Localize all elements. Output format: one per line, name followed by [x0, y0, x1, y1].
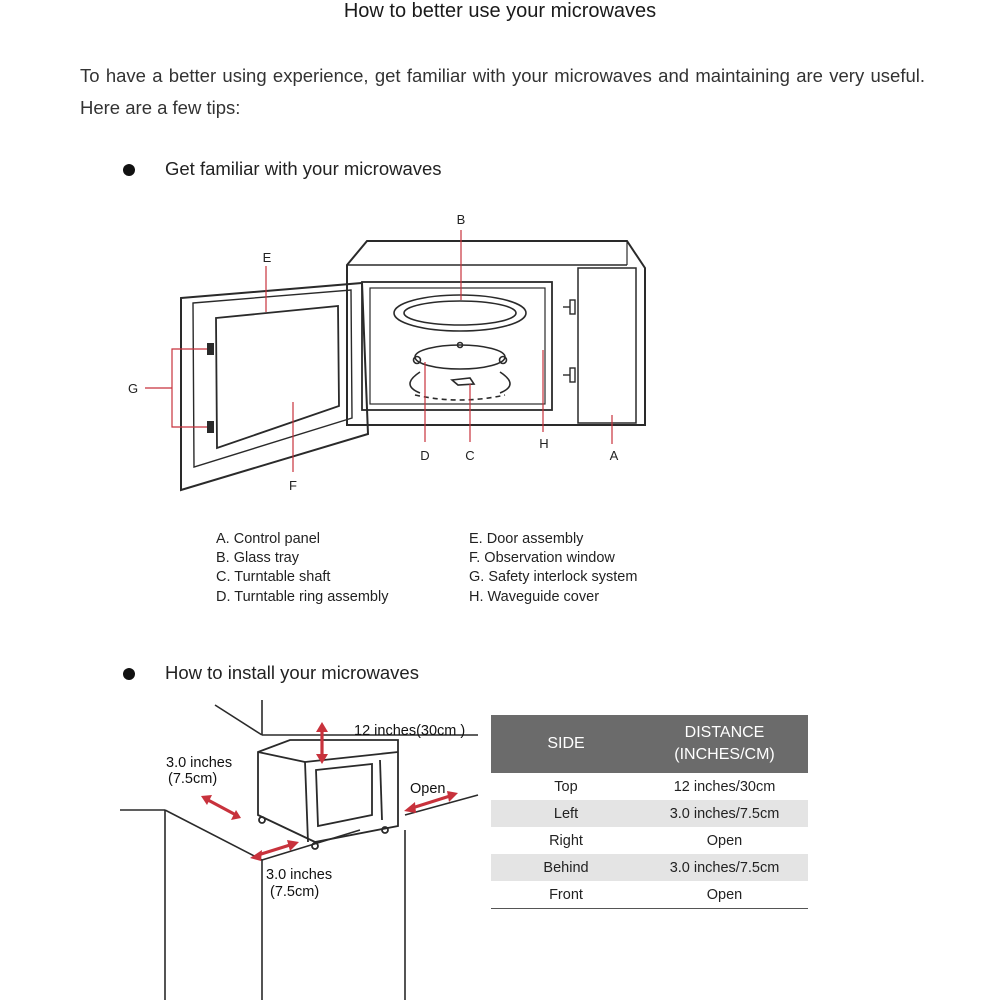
door-latches: [207, 343, 214, 433]
label-d: D: [420, 448, 429, 463]
header-distance-line2: (INCHES/CM): [674, 746, 775, 763]
cell-distance: 3.0 inches/7.5cm: [641, 800, 808, 827]
table-row: Left 3.0 inches/7.5cm: [491, 800, 808, 827]
top-clearance-label: 12 inches(30cm ): [354, 723, 465, 739]
front-clearance-label: 3.0 inches: [266, 867, 332, 883]
table-row: Front Open: [491, 881, 808, 909]
label-f: F: [289, 478, 297, 493]
left-clearance-label: 3.0 inches: [166, 755, 232, 771]
cell-side: Front: [491, 881, 641, 909]
page-title: How to better use your microwaves: [343, 0, 657, 22]
header-side: SIDE: [491, 715, 641, 773]
label-a: A: [610, 448, 619, 463]
intro-paragraph: To have a better using experience, get f…: [80, 65, 925, 118]
label-g: G: [128, 381, 138, 396]
section-heading-install: How to install your microwaves: [123, 662, 419, 684]
installation-clearance-diagram: 12 inches(30cm ) 3.0 inches (7.5cm) Open…: [120, 700, 479, 1000]
cell-distance: Open: [641, 881, 808, 909]
label-e: E: [263, 250, 272, 265]
table-row: Behind 3.0 inches/7.5cm: [491, 854, 808, 881]
cell-side: Top: [554, 778, 578, 795]
header-distance-line1: DISTANCE: [684, 724, 765, 741]
microwave-body: [346, 240, 646, 426]
legend-item: G. Safety interlock system: [469, 569, 638, 586]
label-c: C: [465, 448, 474, 463]
legend-item: F. Observation window: [469, 550, 615, 567]
legend-item: C. Turntable shaft: [216, 569, 331, 586]
legend-item: B. Glass tray: [216, 550, 299, 567]
legend-item: D. Turntable ring assembly: [216, 588, 389, 605]
right-clearance-label: Open: [410, 781, 445, 797]
bullet-dot: [123, 164, 135, 176]
bullet-dot: [123, 668, 135, 680]
label-b: B: [457, 212, 466, 227]
section-heading-text: How to install your microwaves: [165, 662, 419, 683]
section-heading-familiar: Get familiar with your microwaves: [123, 158, 442, 180]
microwave-install: [257, 739, 399, 850]
left-clearance-label-cm: (7.5cm): [168, 771, 217, 787]
section-heading-text: Get familiar with your microwaves: [165, 158, 442, 179]
microwave-parts-diagram: B E G F D C H A: [128, 212, 646, 493]
clearance-arrows: [201, 722, 458, 861]
glass-tray: [393, 294, 527, 332]
leader-lines: [145, 230, 613, 472]
legend-item: A. Control panel: [216, 531, 320, 547]
cell-distance: 3.0 inches/7.5cm: [641, 854, 808, 881]
cell-distance: Open: [706, 832, 743, 849]
cell-distance: 12 inches/30cm: [673, 778, 776, 795]
legend-item: E. Door assembly: [469, 531, 584, 547]
clearance-table: SIDE DISTANCE (INCHES/CM) Top 12 inches/…: [491, 715, 808, 909]
parts-legend-right: E. Door assembly F. Observation window G…: [469, 530, 637, 607]
front-clearance-label-cm: (7.5cm): [270, 884, 319, 900]
turntable-ring: [412, 341, 508, 370]
header-distance: DISTANCE (INCHES/CM): [641, 715, 808, 773]
door-assembly: [180, 281, 370, 492]
counter-and-wall: [120, 700, 479, 1000]
cell-side: Left: [491, 800, 641, 827]
table-header-row: SIDE DISTANCE (INCHES/CM): [491, 715, 808, 773]
label-h: H: [539, 436, 548, 451]
table-row: Top 12 inches/30cm: [491, 773, 808, 800]
table-row: Right Open: [491, 827, 808, 854]
parts-legend-left: A. Control panel B. Glass tray C. Turnta…: [216, 530, 388, 607]
cell-side: Behind: [491, 854, 641, 881]
turntable-shaft: [409, 371, 511, 401]
legend-item: H. Waveguide cover: [469, 588, 600, 605]
interlock-switches: [563, 299, 576, 383]
cell-side: Right: [549, 832, 583, 849]
